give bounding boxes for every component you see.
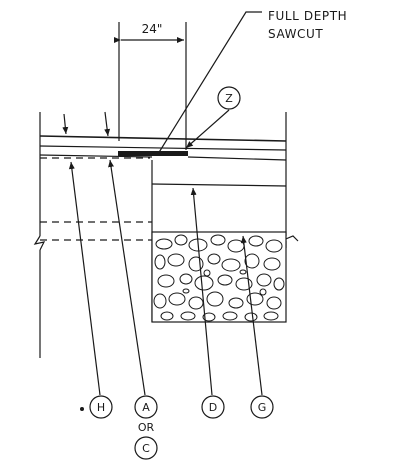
dimension-24in: 24" (114, 22, 187, 150)
callout-bullet (80, 407, 84, 411)
sawcut-note: FULL DEPTH SAWCUT (157, 9, 347, 155)
aggregate-stones (153, 234, 285, 322)
sawcut-note-line2: SAWCUT (268, 27, 323, 41)
callout-d-label: D (209, 401, 217, 414)
callout-h-label: H (97, 401, 105, 414)
sawcut-bar (118, 151, 188, 156)
callout-g: G (250, 395, 274, 419)
callout-g-label: G (258, 401, 267, 414)
callout-or-label: OR (138, 421, 155, 434)
callout-h: H (89, 395, 113, 419)
callout-a: A (134, 395, 158, 419)
aggregate-base (151, 231, 287, 323)
callout-d: D (201, 395, 225, 419)
callout-leaders (68, 109, 263, 396)
sawcut-leader (157, 11, 262, 155)
sawcut-note-line1: FULL DEPTH (268, 9, 347, 23)
callout-c: C (134, 436, 158, 460)
callout-c-label: C (142, 442, 150, 455)
callout-z-label: Z (225, 92, 233, 105)
dimension-label: 24" (142, 22, 163, 36)
callout-a-label: A (142, 401, 150, 414)
callout-z: Z (217, 86, 241, 110)
